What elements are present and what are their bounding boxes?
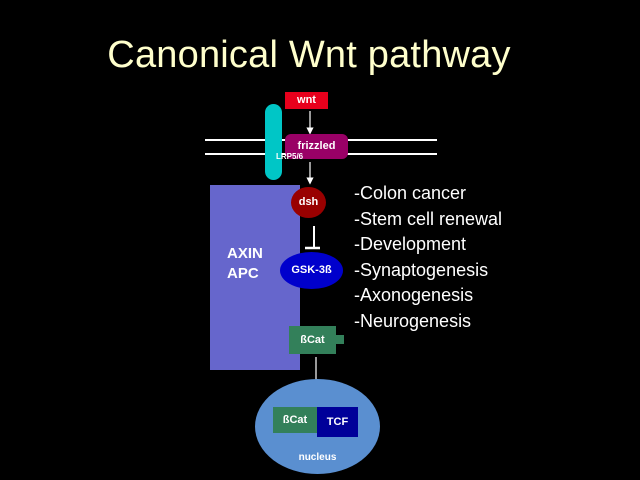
dsh-node: dsh	[291, 187, 326, 218]
nucleus-label: nucleus	[298, 452, 337, 463]
frizzled-receptor: frizzled	[285, 134, 348, 159]
role-item: -Development	[354, 234, 467, 255]
lrp-label: LRP5/6	[276, 152, 304, 161]
lrp-coreceptor	[265, 104, 282, 180]
role-item: -Axonogenesis	[354, 285, 474, 306]
axin-label: AXIN	[227, 245, 263, 262]
diagram-title: Canonical Wnt pathway	[107, 34, 511, 76]
beta-catenin-nucleus: ßCat	[273, 407, 317, 433]
roles-list: -Colon cancer -Stem cell renewal -Develo…	[354, 181, 502, 335]
role-item: -Stem cell renewal	[354, 208, 503, 229]
role-item: -Synaptogenesis	[354, 259, 489, 280]
beta-catenin-cytoplasm: ßCat	[289, 326, 336, 354]
role-item: -Colon cancer	[354, 183, 467, 203]
apc-label: APC	[227, 265, 259, 282]
role-item: -Neurogenesis	[354, 310, 472, 331]
beta-catenin-tab	[336, 335, 344, 344]
gsk3b-node: GSK-3ß	[280, 252, 343, 289]
axin-apc-label: AXIN APC	[227, 244, 263, 284]
tcf-node: TCF	[317, 407, 358, 437]
wnt-ligand: wnt	[285, 92, 328, 109]
